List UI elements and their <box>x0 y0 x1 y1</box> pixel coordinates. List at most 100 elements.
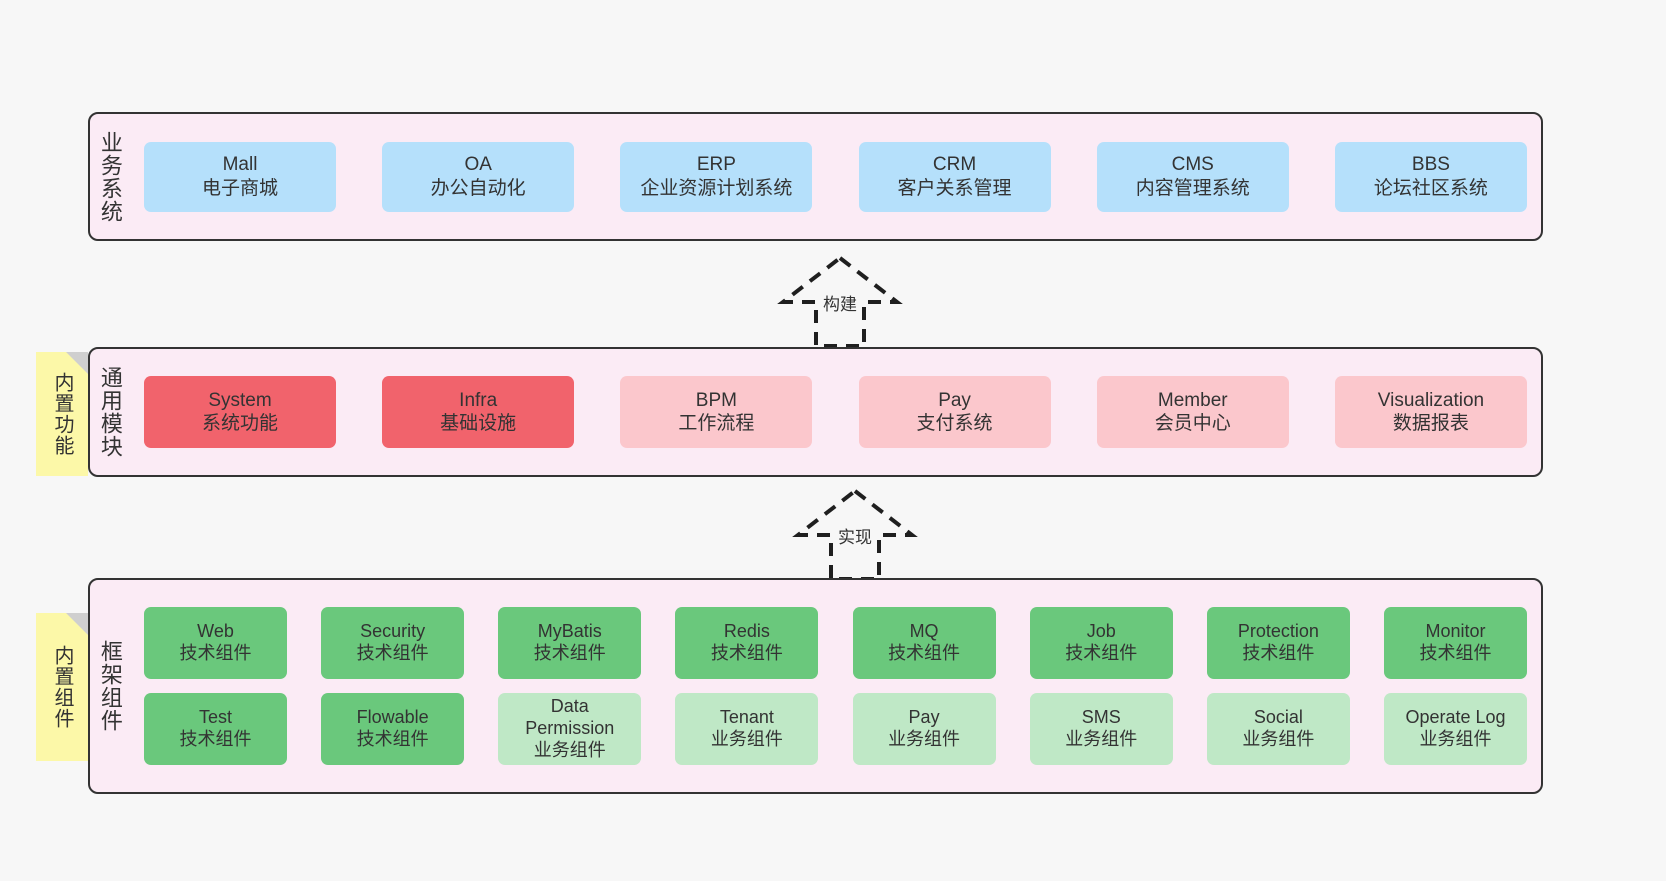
framework-box-operate-log-en: Operate Log <box>1405 707 1506 728</box>
framework-box-security-cn: 技术组件 <box>356 643 429 663</box>
framework-box-social-cn: 业务组件 <box>1242 729 1315 749</box>
business-box-bbs[interactable]: BBS 论坛社区系统 <box>1334 141 1527 212</box>
framework-box-flowable[interactable]: Flowable 技术组件 <box>321 693 465 765</box>
framework-box-mq[interactable]: MQ 技术组件 <box>852 607 996 679</box>
framework-box-security-en: Security <box>360 621 426 642</box>
framework-box-operate-log[interactable]: Operate Log 业务组件 <box>1383 693 1527 765</box>
framework-box-flowable-cn: 技术组件 <box>356 729 429 749</box>
business-box-oa-en: OA <box>464 154 492 176</box>
framework-box-data-permission-cn: 业务组件 <box>533 739 606 760</box>
framework-box-protection-en: Protection <box>1237 621 1319 642</box>
module-box-visualization[interactable]: Visualization 数据报表 <box>1334 376 1527 448</box>
layer-business-systems-body: Mall 电子商城 OA 办公自动化 ERP 企业资源计划系统 CRM 客户关系… <box>130 114 1541 239</box>
layer-framework-components-body: Web 技术组件 Security 技术组件 MyBatis 技术组件 Redi… <box>130 580 1541 792</box>
framework-box-protection[interactable]: Protection 技术组件 <box>1206 607 1350 679</box>
module-box-system-en: System <box>208 389 272 411</box>
framework-box-data-permission-en: Data Permission <box>525 696 615 739</box>
framework-box-test-cn: 技术组件 <box>179 729 252 749</box>
framework-box-pay-en: Pay <box>908 707 940 728</box>
sticky-note-builtin-component: 内置组件 <box>36 613 88 761</box>
business-box-crm-cn: 客户关系管理 <box>897 177 1012 199</box>
module-box-bpm-en: BPM <box>695 389 737 411</box>
framework-box-security[interactable]: Security 技术组件 <box>321 607 465 679</box>
framework-box-web[interactable]: Web 技术组件 <box>144 607 287 679</box>
business-box-oa-cn: 办公自动化 <box>430 177 526 199</box>
business-box-bbs-cn: 论坛社区系统 <box>1373 177 1488 199</box>
business-box-mall-cn: 电子商城 <box>201 177 278 199</box>
business-box-oa[interactable]: OA 办公自动化 <box>382 141 575 212</box>
module-box-infra[interactable]: Infra 基础设施 <box>382 376 575 448</box>
module-box-infra-cn: 基础设施 <box>440 413 517 434</box>
sticky-note-builtin-component-label: 内置组件 <box>51 645 73 729</box>
layer-common-modules: 通用模块 System 系统功能 Infra 基础设施 BPM 工作流程 Pay… <box>88 347 1543 477</box>
module-box-bpm-cn: 工作流程 <box>678 413 755 434</box>
framework-box-web-cn: 技术组件 <box>179 643 252 663</box>
business-box-erp-cn: 企业资源计划系统 <box>640 177 793 199</box>
layer-framework-components-title: 框架组件 <box>97 640 123 732</box>
business-box-erp[interactable]: ERP 企业资源计划系统 <box>620 141 813 212</box>
business-box-erp-en: ERP <box>696 154 736 176</box>
framework-box-monitor-cn: 技术组件 <box>1419 643 1492 663</box>
framework-box-tenant-cn: 业务组件 <box>710 729 783 749</box>
sticky-note-builtin-function: 内置功能 <box>36 352 88 476</box>
framework-box-monitor-en: Monitor <box>1425 621 1486 642</box>
framework-box-operate-log-cn: 业务组件 <box>1419 729 1492 749</box>
business-box-crm[interactable]: CRM 客户关系管理 <box>858 141 1051 212</box>
module-box-pay-cn: 支付系统 <box>916 413 993 434</box>
module-box-member-cn: 会员中心 <box>1154 413 1231 434</box>
framework-box-mybatis[interactable]: MyBatis 技术组件 <box>498 607 642 679</box>
framework-box-test-en: Test <box>198 707 232 728</box>
framework-box-protection-cn: 技术组件 <box>1242 643 1315 663</box>
framework-box-pay[interactable]: Pay 业务组件 <box>852 693 996 765</box>
module-box-pay[interactable]: Pay 支付系统 <box>858 376 1051 448</box>
framework-box-monitor[interactable]: Monitor 技术组件 <box>1383 607 1527 679</box>
business-box-crm-en: CRM <box>932 154 977 176</box>
framework-box-mq-cn: 技术组件 <box>888 643 961 663</box>
business-box-cms-en: CMS <box>1171 154 1214 176</box>
module-box-member[interactable]: Member 会员中心 <box>1096 376 1289 448</box>
module-box-infra-en: Infra <box>459 389 498 411</box>
framework-box-flowable-en: Flowable <box>356 707 429 728</box>
sticky-fold-corner-icon <box>66 613 88 635</box>
framework-box-redis[interactable]: Redis 技术组件 <box>675 607 819 679</box>
sticky-note-builtin-function-label: 内置功能 <box>51 372 73 456</box>
framework-box-web-en: Web <box>197 621 234 642</box>
framework-box-sms[interactable]: SMS 业务组件 <box>1029 693 1173 765</box>
module-box-visualization-en: Visualization <box>1377 389 1485 411</box>
framework-box-redis-en: Redis <box>723 621 770 642</box>
framework-box-social-en: Social <box>1253 707 1303 728</box>
layer-business-systems-title: 业务系统 <box>97 130 123 223</box>
module-box-visualization-cn: 数据报表 <box>1392 413 1469 434</box>
module-box-system-cn: 系统功能 <box>201 413 278 434</box>
framework-box-sms-en: SMS <box>1081 707 1121 728</box>
framework-row-business: Test 技术组件 Flowable 技术组件 Data Permission … <box>144 693 1527 765</box>
module-box-system[interactable]: System 系统功能 <box>144 376 336 448</box>
framework-box-data-permission[interactable]: Data Permission 业务组件 <box>498 693 642 765</box>
business-box-mall[interactable]: Mall 电子商城 <box>144 141 336 212</box>
framework-box-sms-cn: 业务组件 <box>1065 729 1138 749</box>
framework-box-pay-cn: 业务组件 <box>888 729 961 749</box>
framework-box-job-en: Job <box>1086 621 1116 642</box>
module-box-member-en: Member <box>1157 389 1228 411</box>
framework-box-job-cn: 技术组件 <box>1065 643 1138 663</box>
layer-common-modules-body: System 系统功能 Infra 基础设施 BPM 工作流程 Pay 支付系统… <box>130 349 1541 475</box>
module-box-bpm[interactable]: BPM 工作流程 <box>620 376 813 448</box>
framework-box-mybatis-cn: 技术组件 <box>533 643 606 663</box>
sticky-fold-corner-icon <box>66 352 88 374</box>
connector-implement: 实现 <box>775 487 935 582</box>
module-box-pay-en: Pay <box>938 389 971 411</box>
framework-box-test[interactable]: Test 技术组件 <box>144 693 287 765</box>
framework-box-mybatis-en: MyBatis <box>537 621 602 642</box>
framework-box-tenant[interactable]: Tenant 业务组件 <box>675 693 819 765</box>
layer-framework-components: 框架组件 Web 技术组件 Security 技术组件 MyBatis 技术组件… <box>88 578 1543 794</box>
layer-business-systems: 业务系统 Mall 电子商城 OA 办公自动化 ERP 企业资源计划系统 CRM… <box>88 112 1543 241</box>
framework-box-social[interactable]: Social 业务组件 <box>1206 693 1350 765</box>
framework-box-tenant-en: Tenant <box>719 707 774 728</box>
layer-common-modules-title: 通用模块 <box>97 366 123 458</box>
business-box-cms-cn: 内容管理系统 <box>1135 177 1250 199</box>
business-box-cms[interactable]: CMS 内容管理系统 <box>1096 141 1289 212</box>
connector-build: 构建 <box>760 254 920 349</box>
framework-box-job[interactable]: Job 技术组件 <box>1029 607 1173 679</box>
business-box-mall-en: Mall <box>222 154 258 176</box>
